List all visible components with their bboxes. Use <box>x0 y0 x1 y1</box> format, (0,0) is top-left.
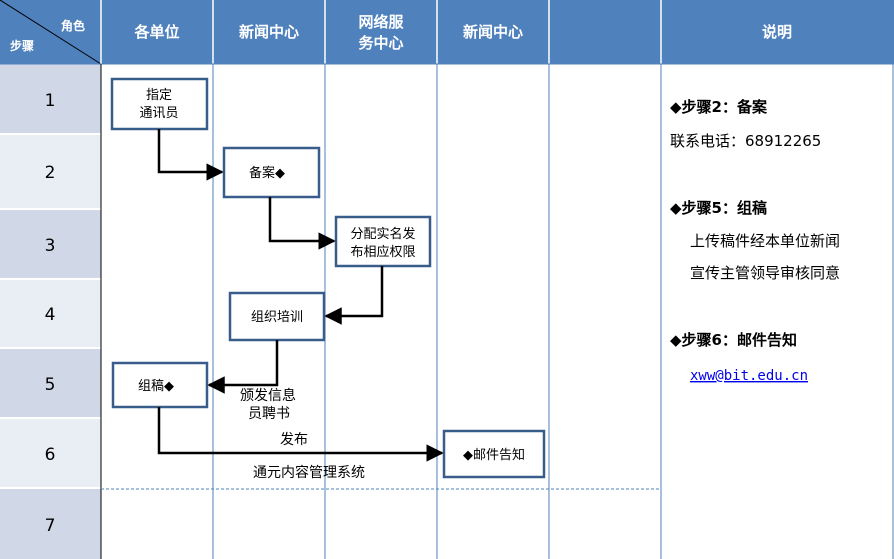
box-assign-correspondent-label-1: 指定 <box>146 88 172 103</box>
col-header-units: 各单位 <box>133 23 179 41</box>
box-assign-correspondent-label-2: 通讯员 <box>139 106 178 121</box>
note-step2-phone: 联系电话：68912265 <box>670 132 821 150</box>
step-number: 4 <box>45 305 56 325</box>
step-cell <box>0 418 101 488</box>
arrow-register-to-permissions <box>268 197 336 250</box>
step-number: 5 <box>45 375 56 395</box>
box-assign-permissions-label-2: 布相应权限 <box>350 244 415 260</box>
arrow-assign-to-register <box>157 129 224 181</box>
arrow-compose-to-email <box>157 407 444 462</box>
step-cell <box>0 134 101 209</box>
col-header-network-line2: 务中心 <box>358 34 403 52</box>
arrow-training-to-compose <box>207 340 279 394</box>
email-link[interactable]: xww@bit.edu.cn <box>690 368 808 384</box>
box-training-label: 组织培训 <box>251 309 303 325</box>
step-number: 2 <box>45 163 56 183</box>
step-number: 7 <box>45 516 56 536</box>
col-header-news-center: 新闻中心 <box>239 23 299 41</box>
box-register <box>222 146 321 199</box>
box-assign-correspondent <box>110 77 209 131</box>
step-cell <box>0 209 101 279</box>
header-diagonal <box>0 0 102 65</box>
box-email-notify-label: ◆邮件告知 <box>463 447 525 463</box>
note-step5-title: ◆步骤5：组稿 <box>670 199 767 217</box>
header-band <box>0 0 894 64</box>
step-cell <box>0 64 101 134</box>
step-number: 3 <box>45 236 56 256</box>
corner-step-label: 步骤 <box>10 38 34 53</box>
note-step2-title: ◆步骤2：备案 <box>670 98 768 116</box>
col-header-notes: 说明 <box>762 23 792 41</box>
step-separators <box>0 133 101 489</box>
label-publish: 发布 <box>280 432 308 448</box>
box-register-label: 备案◆ <box>249 165 285 181</box>
note-step5-line1: 上传稿件经本单位新闻 <box>690 232 840 250</box>
box-email-notify <box>442 429 546 479</box>
box-compose <box>111 361 209 409</box>
col-header-news-center-2: 新闻中心 <box>463 23 523 41</box>
box-assign-permissions-label-1: 分配实名发 <box>350 226 415 242</box>
box-assign-permissions <box>334 215 432 268</box>
box-training <box>228 291 326 342</box>
note-step6-title: ◆步骤6：邮件告知 <box>670 331 797 349</box>
label-issue-certificate-1: 颁发信息 <box>240 387 296 404</box>
step-cell <box>0 488 101 559</box>
box-compose-label: 组稿◆ <box>138 378 174 394</box>
corner-role-label: 角色 <box>61 18 85 33</box>
step-cell <box>0 279 101 348</box>
label-issue-certificate-2: 员聘书 <box>248 406 290 422</box>
step-number: 1 <box>45 91 56 111</box>
note-step5-line2: 宣传主管领导审核同意 <box>690 264 840 282</box>
label-cms: 通元内容管理系统 <box>253 464 365 481</box>
step-cell <box>0 348 101 418</box>
arrow-permissions-to-training <box>324 266 384 325</box>
step-number: 6 <box>45 445 56 465</box>
col-header-network-line1: 网络服 <box>358 13 404 31</box>
header-dividers <box>100 0 662 64</box>
